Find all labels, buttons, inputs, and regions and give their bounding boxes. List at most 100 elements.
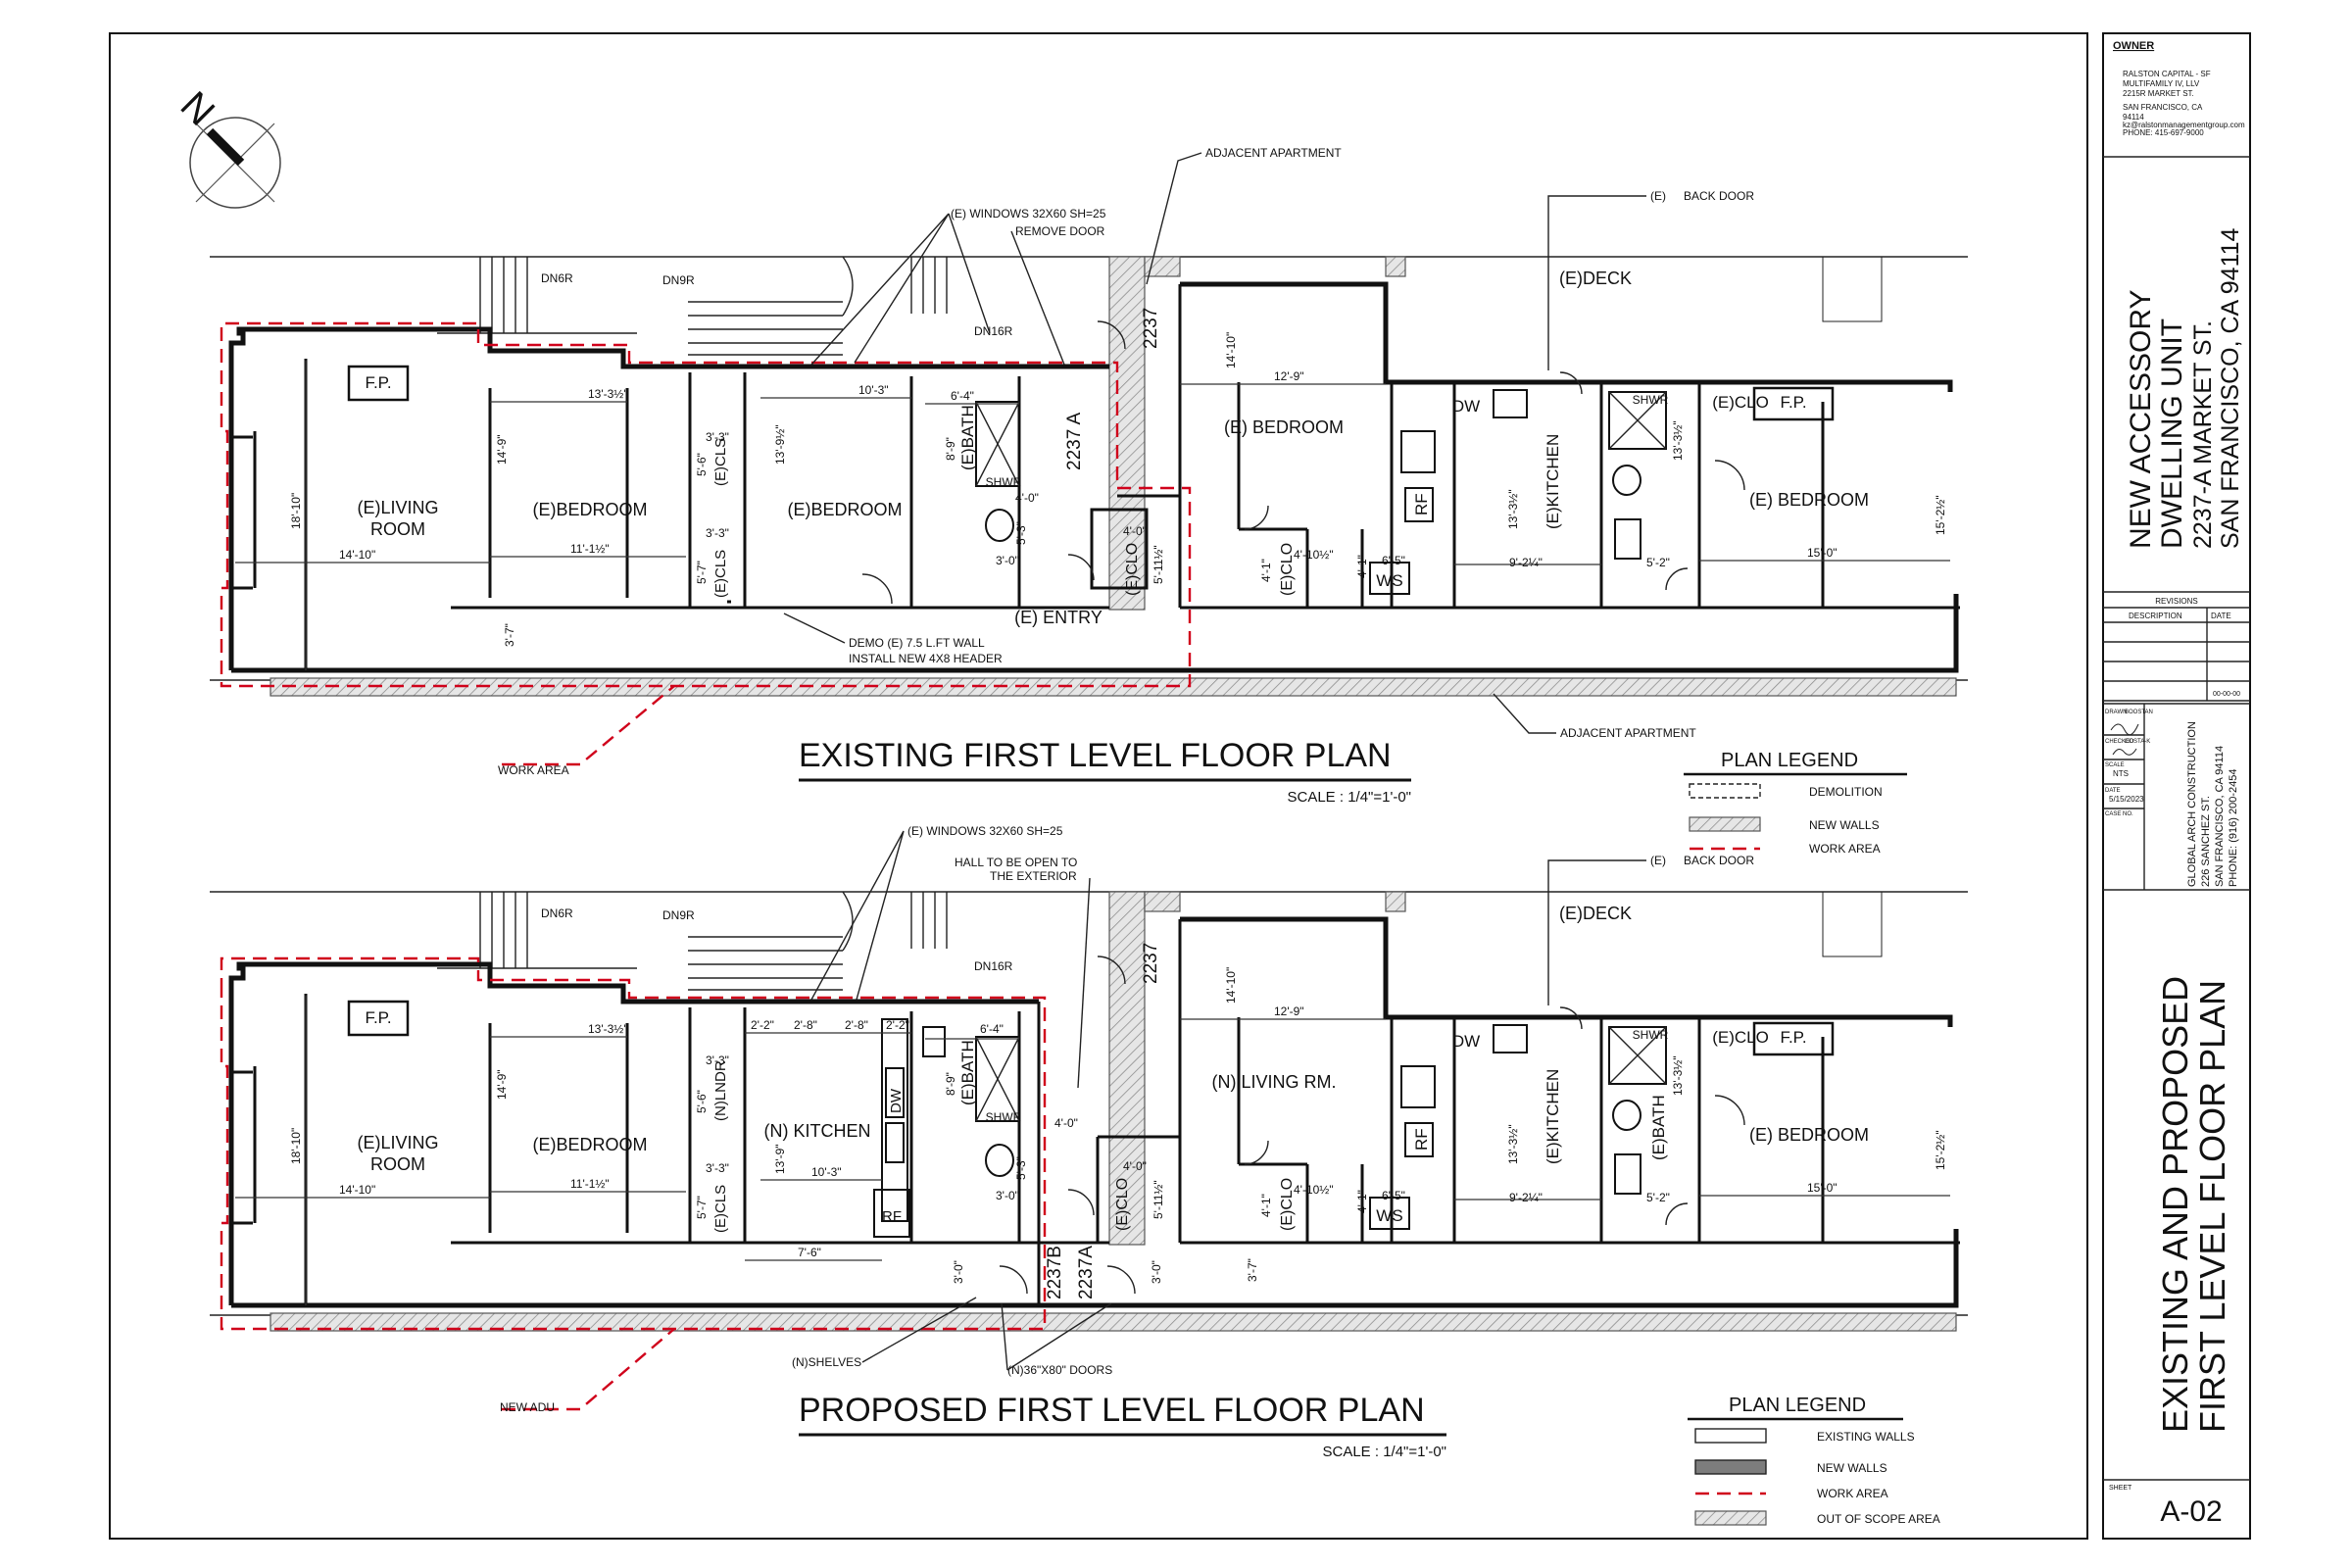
dimension: 14'-10" [339,1183,375,1197]
owner-line: MULTIFAMILY IV, LLV [2123,79,2200,88]
dimension: 5'-7" [695,1196,709,1219]
dimension: 15'-0" [1807,1181,1838,1195]
drawn-label: DRAWN [2105,710,2127,715]
unit-label: 2237 [1141,308,1161,349]
dimension: 3'-3" [706,1161,729,1175]
unit-label: 2237A [1076,1246,1097,1299]
dimension: 13'-3½" [1506,1124,1520,1164]
legend-demolition-swatch [1689,783,1761,799]
project-line4: SAN FRANCISCO, CA 94114 [2217,227,2244,549]
dimension: 5'-11½" [1152,1180,1165,1219]
note-back-door-marker: (E) [1650,189,1666,203]
stairs-dn6r: DN6R [437,257,637,334]
unit-label: 2237 [1141,943,1161,984]
note-work-area: WORK AREA [498,763,569,777]
note-new-adu: NEW ADU [500,1400,555,1414]
dimension: 14'-9" [495,1069,509,1100]
owner-heading: OWNER [2113,40,2154,52]
sheet-title-line1: EXISTING AND PROPOSED [2155,976,2195,1433]
revisions-date-column: DATE [2211,612,2231,620]
architect-line: 226 SANCHEZ ST. [2200,796,2212,887]
shower-fixture [975,401,1020,487]
toilet-fixture [985,1144,1014,1177]
legend-existing-walls-swatch [1694,1428,1767,1444]
work-area-boundary [220,321,1192,688]
legend-item: NEW WALLS [1817,1461,1887,1475]
room-deck: (E)DECK [1559,269,1632,288]
date-label: DATE [2105,788,2121,794]
dimension: 5'-3" [1014,521,1028,545]
dimension: 3'-0" [1150,1260,1163,1284]
out-of-scope-area [1385,256,1406,277]
legend-item: DEMOLITION [1809,785,1883,799]
legend-item: EXISTING WALLS [1817,1430,1915,1444]
dimension: 3'-3" [706,430,729,444]
room-bedroom: (E) BEDROOM [1224,417,1344,437]
dishwasher-fixture [885,1067,905,1118]
project-line1: NEW ACCESSORY [2125,289,2157,549]
unit-label: 2237B [1045,1246,1065,1299]
shower-fixture [1608,391,1667,450]
stairs-dn9r: DN9R [662,256,854,356]
dimension: 7'-6" [798,1246,821,1259]
stove-fixture [885,1122,905,1163]
sheet-title-line2: FIRST LEVEL FLOOR PLAN [2192,980,2232,1433]
shower-label: SHWR [1633,1028,1669,1042]
dimension: 4'-0" [1123,524,1147,538]
dimension: 5'-6" [695,1090,709,1113]
sink-fixture [1614,1153,1642,1195]
dimension: 12'-9" [1274,1004,1304,1018]
out-of-scope-area [1144,256,1181,277]
note-back-door: BACK DOOR [1684,189,1754,203]
legend-title: PLAN LEGEND [1729,1395,1866,1416]
stairs-dn6r: DN6R [437,892,637,969]
room-living: (E)LIVING [357,498,438,517]
unit-label: 2237 A [1064,413,1085,470]
shower-fixture [1608,1026,1667,1085]
stairs-label: DN6R [541,271,573,285]
owner-block: OWNER RALSTON CAPITAL - SF MULTIFAMILY I… [2113,40,2245,137]
stove-fixture [1400,430,1436,473]
proposed-floor-plan: DN6R DN9R DN16R F.P. F.P. [210,824,1968,1460]
dimension: 3'-3" [706,1054,729,1067]
shower-label: SHWR [986,1110,1022,1124]
sheet-title: EXISTING AND PROPOSED FIRST LEVEL FLOOR … [2155,976,2232,1433]
dimension: 13'-3½" [1506,489,1520,529]
room-closet: (E)CLO [1124,543,1141,596]
dimension: 3'-0" [996,554,1019,567]
water-heater-fixture [1369,1197,1410,1230]
sheet-number: A-02 [2160,1495,2222,1528]
legend-new-walls-swatch [1689,816,1761,832]
dimension: 14'-10" [339,548,375,562]
dimension: 4'-1" [1355,1190,1369,1213]
owner-line: SAN FRANCISCO, CA [2123,103,2203,112]
refrigerator-fixture [873,1189,910,1238]
shower-label: SHWR [1633,393,1669,407]
dimension: 13'-3½" [1671,420,1685,461]
dimension: 3'-7" [503,623,516,647]
out-of-scope-area [270,1312,1957,1332]
refrigerator-fixture [1404,487,1434,522]
dimension: 3'-0" [996,1189,1019,1202]
note-adjacent-apartment: ADJACENT APARTMENT [1205,146,1342,160]
dimension: 9'-2¼" [1509,556,1543,569]
revision-date: 00-00-00 [2213,691,2240,698]
architect-line: PHONE: (916) 200-2454 [2228,769,2239,887]
dimension: 5'-6" [695,453,709,476]
stairs-label: DN16R [974,324,1013,338]
dimension: 4'-0" [1123,1159,1147,1173]
room-living-new: (N) LIVING RM. [1211,1072,1336,1092]
dimension: 4'-0" [1015,491,1039,505]
note-windows: (E) WINDOWS 32X60 SH=25 [951,207,1106,220]
kitchen-counter [881,1018,908,1222]
room-bedroom: (E)BEDROOM [788,500,903,519]
dimension: 14'-9" [495,434,509,465]
checked-label: CHECKED [2105,739,2134,745]
dimension: 13'-3½" [588,387,628,401]
room-closet: (E)CLO [1279,543,1296,596]
dimension: 18'-10" [289,1128,303,1164]
dimension: 13'-3½" [1671,1055,1685,1096]
refrigerator-label: RF [1412,493,1431,515]
washer-label: WS [1376,1206,1402,1225]
drafting-info: DRAWN BOOSTAN CHECKED COSTA-K SCALE NTS … [2103,703,2250,891]
